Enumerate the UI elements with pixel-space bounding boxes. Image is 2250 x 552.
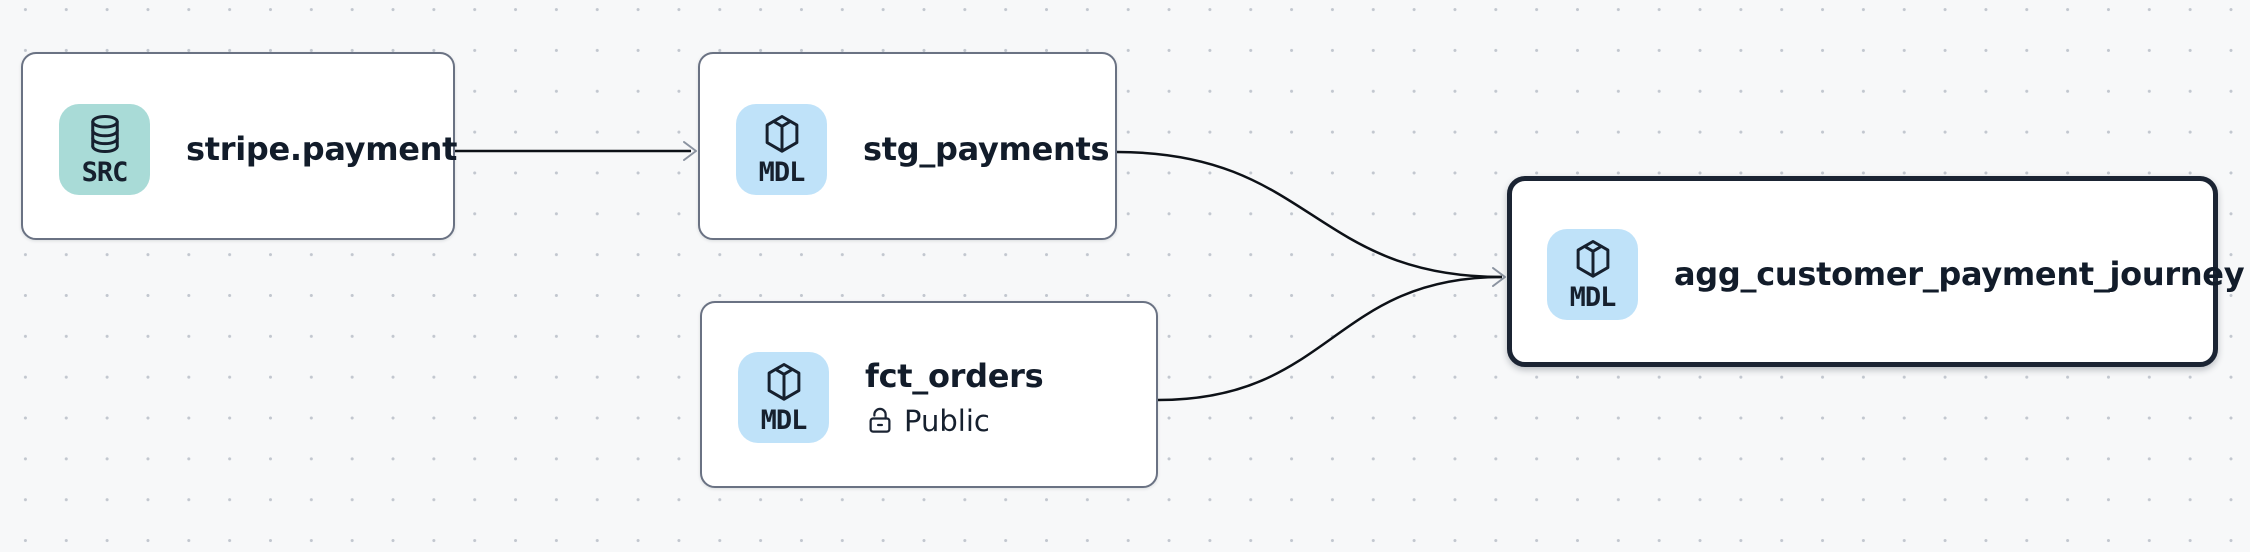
arrowhead-agg-customer-payment-journey: [1492, 267, 1506, 287]
model-badge: MDL: [1547, 229, 1638, 320]
badge-label: SRC: [81, 156, 129, 188]
model-badge: MDL: [736, 103, 827, 195]
badge-label: MDL: [1569, 282, 1617, 313]
badge-label: MDL: [760, 405, 808, 436]
database-icon: [90, 114, 119, 153]
arrowhead-stg-payments: [683, 141, 697, 161]
cube-icon: [767, 363, 800, 401]
node-label: agg_customer_payment_journey: [1674, 255, 2245, 294]
cube-icon: [1576, 240, 1609, 278]
node-fct-orders[interactable]: MDL fct_orders Public: [700, 301, 1158, 488]
model-badge: MDL: [738, 352, 829, 443]
access-row: Public: [865, 404, 1043, 438]
access-label: Public: [904, 403, 990, 438]
node-stripe-payment[interactable]: SRC stripe.payment: [21, 52, 458, 240]
node-stg-payments[interactable]: MDL stg_payments: [698, 52, 1117, 240]
node-agg-customer-payment-journey[interactable]: MDL agg_customer_payment_journey: [1507, 176, 2245, 367]
source-badge: SRC: [59, 103, 150, 195]
edge-fct-orders-to-agg-customer-payment-journey[interactable]: [1157, 275, 1503, 402]
lock-open-icon: [869, 407, 891, 433]
badge-label: MDL: [758, 156, 806, 188]
cube-icon: [765, 114, 798, 153]
node-label: fct_orders: [865, 357, 1044, 396]
node-label: stripe.payment: [186, 129, 458, 168]
edge-stg-payments-to-agg-customer-payment-journey[interactable]: [1116, 150, 1503, 279]
node-label: stg_payments: [863, 129, 1110, 168]
